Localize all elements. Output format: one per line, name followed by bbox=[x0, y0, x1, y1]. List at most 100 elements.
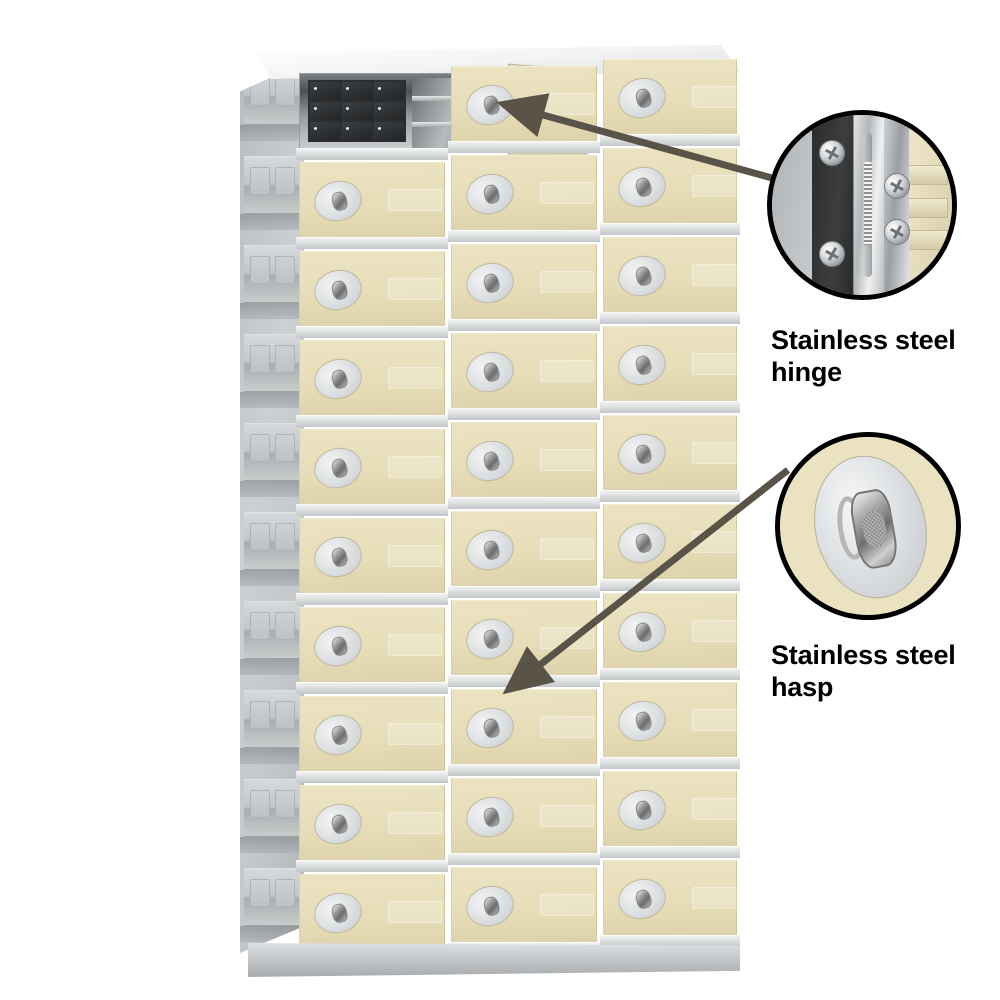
locker-door[interactable] bbox=[603, 59, 746, 135]
door-hasp-plate[interactable] bbox=[461, 79, 519, 131]
door-hasp-plate[interactable] bbox=[613, 695, 671, 747]
locker-door[interactable] bbox=[299, 696, 445, 772]
locker-door[interactable] bbox=[299, 162, 445, 238]
locker-compartment[interactable] bbox=[448, 64, 600, 153]
door-hasp-plate[interactable] bbox=[309, 442, 367, 494]
locker-compartment[interactable] bbox=[448, 153, 600, 242]
door-hasp-plate[interactable] bbox=[613, 250, 671, 302]
locker-compartment[interactable] bbox=[600, 146, 746, 235]
door-hasp-plate[interactable] bbox=[613, 339, 671, 391]
locker-door[interactable] bbox=[299, 785, 445, 861]
locker-door[interactable] bbox=[299, 874, 445, 950]
locker-compartment[interactable] bbox=[600, 413, 746, 502]
locker-door[interactable] bbox=[299, 340, 445, 416]
locker-compartment[interactable] bbox=[448, 420, 600, 509]
locker-compartment[interactable] bbox=[296, 338, 448, 427]
door-hasp-plate[interactable] bbox=[613, 428, 671, 480]
door-nameplate bbox=[692, 709, 746, 731]
locker-compartment[interactable] bbox=[448, 242, 600, 331]
locker-door[interactable] bbox=[603, 682, 746, 758]
locker-door[interactable] bbox=[451, 333, 597, 409]
door-hasp-plate[interactable] bbox=[613, 873, 671, 925]
locker-compartment[interactable] bbox=[296, 427, 448, 516]
shelf-divider bbox=[600, 579, 740, 591]
door-hasp-plate[interactable] bbox=[461, 168, 519, 220]
locker-door[interactable] bbox=[451, 155, 597, 231]
locker-door[interactable] bbox=[451, 867, 597, 943]
locker-door[interactable] bbox=[299, 429, 445, 505]
shelf-divider bbox=[296, 237, 448, 249]
locker-compartment[interactable] bbox=[296, 516, 448, 605]
locker-compartment[interactable] bbox=[448, 598, 600, 687]
locker-compartment[interactable] bbox=[600, 769, 746, 858]
locker-door[interactable] bbox=[451, 244, 597, 320]
locker-compartment[interactable] bbox=[600, 591, 746, 680]
locker-door[interactable] bbox=[603, 593, 746, 669]
door-hasp-plate[interactable] bbox=[613, 517, 671, 569]
locker-door[interactable] bbox=[451, 778, 597, 854]
door-hasp-plate[interactable] bbox=[461, 346, 519, 398]
locker-door[interactable] bbox=[451, 689, 597, 765]
locker-door[interactable] bbox=[451, 66, 597, 142]
locker-door[interactable] bbox=[603, 860, 746, 936]
locker-door[interactable] bbox=[603, 504, 746, 580]
door-hasp-plate[interactable] bbox=[309, 531, 367, 583]
locker-compartment[interactable] bbox=[448, 687, 600, 776]
locker-door[interactable] bbox=[451, 422, 597, 498]
door-hasp-plate[interactable] bbox=[461, 435, 519, 487]
door-hasp-plate[interactable] bbox=[461, 702, 519, 754]
door-hasp-plate[interactable] bbox=[461, 524, 519, 576]
hinge-label-line-2: hinge bbox=[771, 356, 842, 387]
locker-door[interactable] bbox=[603, 415, 746, 491]
locker-compartment[interactable] bbox=[296, 249, 448, 338]
door-hasp-plate[interactable] bbox=[309, 887, 367, 939]
locker-compartment[interactable] bbox=[600, 57, 746, 146]
shelf-divider bbox=[448, 853, 600, 865]
locker-door[interactable] bbox=[603, 771, 746, 847]
locker-compartment[interactable] bbox=[296, 605, 448, 694]
door-hasp-plate[interactable] bbox=[613, 72, 671, 124]
locker-compartment[interactable] bbox=[448, 331, 600, 420]
door-hasp-plate[interactable] bbox=[309, 709, 367, 761]
locker-compartment[interactable] bbox=[448, 776, 600, 865]
door-hasp-plate[interactable] bbox=[461, 613, 519, 665]
locker-door[interactable] bbox=[603, 326, 746, 402]
locker-door[interactable] bbox=[451, 511, 597, 587]
side-panel-shadow bbox=[240, 214, 304, 230]
locker-door[interactable] bbox=[451, 600, 597, 676]
locker-compartment[interactable] bbox=[600, 235, 746, 324]
locker-door[interactable] bbox=[603, 237, 746, 313]
locker-compartment[interactable] bbox=[448, 509, 600, 598]
locker-compartment[interactable] bbox=[448, 865, 600, 954]
door-hasp-plate[interactable] bbox=[613, 784, 671, 836]
locker-door[interactable] bbox=[299, 518, 445, 594]
door-hasp-plate[interactable] bbox=[461, 791, 519, 843]
door-hasp-plate[interactable] bbox=[461, 880, 519, 932]
door-hasp-plate[interactable] bbox=[461, 257, 519, 309]
door-hasp-plate[interactable] bbox=[613, 606, 671, 658]
door-hasp-plate[interactable] bbox=[309, 620, 367, 672]
door-hasp-plate[interactable] bbox=[309, 175, 367, 227]
charging-slot bbox=[342, 122, 372, 140]
door-hasp-plate[interactable] bbox=[309, 264, 367, 316]
locker-door[interactable] bbox=[299, 251, 445, 327]
stainless-steel-hasp-icon bbox=[780, 437, 956, 615]
locker-compartment[interactable] bbox=[600, 502, 746, 591]
locker-compartment[interactable] bbox=[296, 694, 448, 783]
locker-compartment[interactable] bbox=[600, 680, 746, 769]
locker-compartment[interactable] bbox=[600, 858, 746, 947]
locker-compartment[interactable] bbox=[296, 783, 448, 872]
locker-door[interactable] bbox=[299, 607, 445, 683]
door-nameplate bbox=[388, 901, 442, 923]
locker-compartment[interactable] bbox=[296, 160, 448, 249]
locker-door[interactable] bbox=[603, 148, 746, 224]
shelf-divider bbox=[600, 401, 740, 413]
locker-compartment[interactable] bbox=[600, 324, 746, 413]
locker-compartment[interactable] bbox=[296, 63, 586, 163]
door-hasp-plate[interactable] bbox=[309, 353, 367, 405]
side-panel-shadow bbox=[240, 748, 304, 764]
door-hasp-plate[interactable] bbox=[613, 161, 671, 213]
shelf-divider bbox=[296, 860, 448, 872]
door-nameplate bbox=[692, 442, 746, 464]
door-hasp-plate[interactable] bbox=[309, 798, 367, 850]
